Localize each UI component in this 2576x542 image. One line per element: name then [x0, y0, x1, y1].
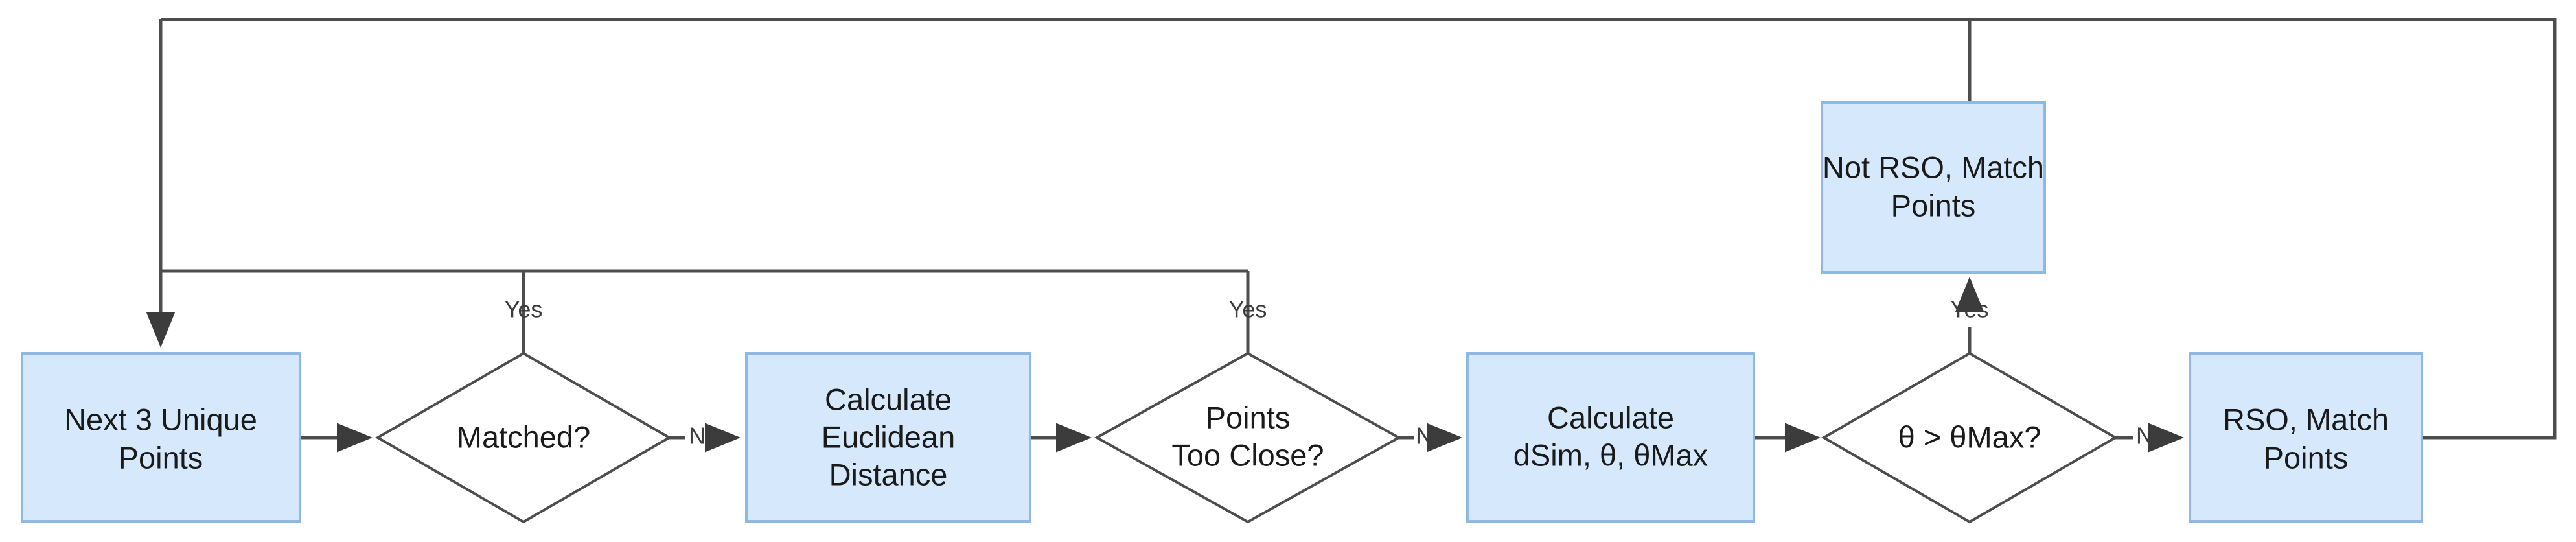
node-points-too-close-line-2: Too Close?	[1171, 438, 1324, 472]
node-calculate-dsim-line-1: Calculate	[1547, 400, 1674, 434]
node-theta-greater-thetamax[interactable]: θ > θMax?	[1821, 351, 2118, 524]
node-calculate-euclidean-distance-line-3: Distance	[829, 457, 948, 491]
node-not-rso-match-points-line-2: Points	[1891, 188, 1976, 222]
node-not-rso-match-points-line-1: Not RSO, Match	[1823, 150, 2044, 184]
edge-label-points-too-close-no: No	[1416, 423, 1445, 449]
node-rso-match-points[interactable]: RSO, Match Points	[2189, 352, 2423, 523]
edge-label-matched-no: No	[689, 423, 719, 449]
node-calculate-euclidean-distance-line-1: Calculate	[825, 382, 952, 416]
node-calculate-euclidean-distance-line-2: Euclidean	[822, 419, 955, 454]
node-points-too-close[interactable]: Points Too Close?	[1094, 351, 1402, 524]
node-calculate-dsim-theta-thetamax[interactable]: Calculate dSim, θ, θMax	[1466, 352, 1755, 523]
edge-label-theta-no: No	[2136, 423, 2166, 449]
node-calculate-euclidean-distance[interactable]: Calculate Euclidean Distance	[745, 352, 1031, 523]
node-calculate-dsim-line-2: dSim, θ, θMax	[1513, 438, 1708, 472]
node-rso-match-points-line-2: Points	[2264, 440, 2349, 475]
node-matched[interactable]: Matched?	[375, 351, 672, 524]
node-matched-label: Matched?	[457, 419, 590, 454]
node-next-3-unique-points-line-2: Points	[119, 440, 203, 475]
edge-rso-return-loop	[161, 18, 2557, 440]
node-theta-greater-thetamax-label: θ > θMax?	[1898, 419, 2041, 454]
node-points-too-close-line-1: Points	[1206, 400, 1291, 434]
node-rso-match-points-line-1: RSO, Match	[2223, 402, 2389, 436]
node-not-rso-match-points[interactable]: Not RSO, Match Points	[1821, 101, 2046, 274]
edge-label-points-too-close-yes: Yes	[1229, 296, 1267, 323]
node-next-3-unique-points-line-1: Next 3 Unique	[64, 402, 257, 436]
edge-label-matched-yes: Yes	[505, 296, 543, 323]
edge-label-theta-yes: Yes	[1951, 296, 1989, 323]
node-next-3-unique-points[interactable]: Next 3 Unique Points	[21, 352, 301, 523]
